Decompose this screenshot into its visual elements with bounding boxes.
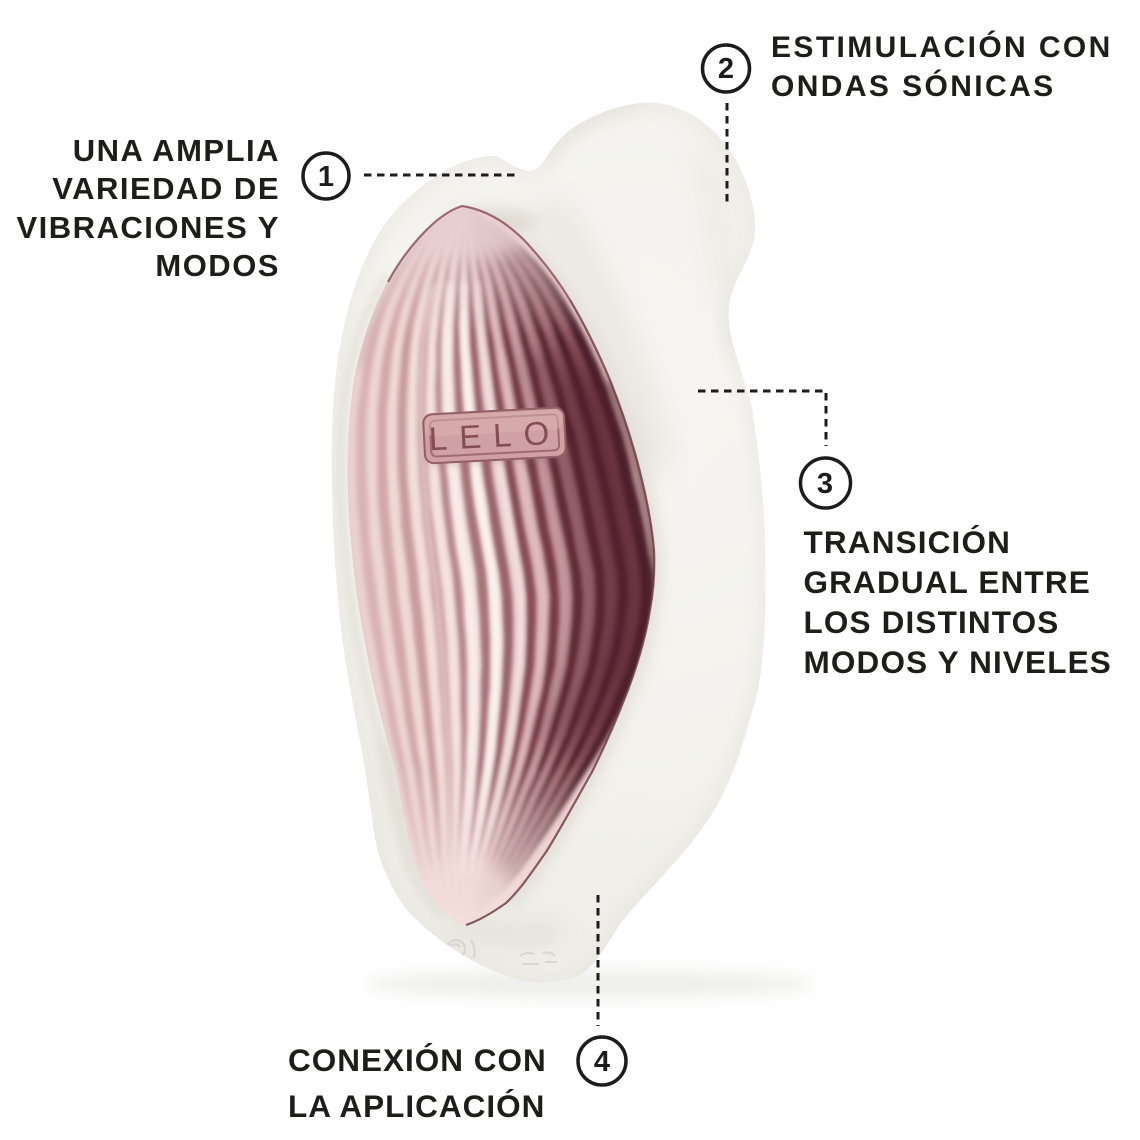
svg-text:1: 1: [318, 161, 334, 193]
svg-text:2: 2: [718, 53, 734, 85]
svg-text:3: 3: [817, 468, 833, 500]
svg-text:LELO: LELO: [428, 414, 562, 458]
svg-text:4: 4: [594, 1046, 610, 1078]
